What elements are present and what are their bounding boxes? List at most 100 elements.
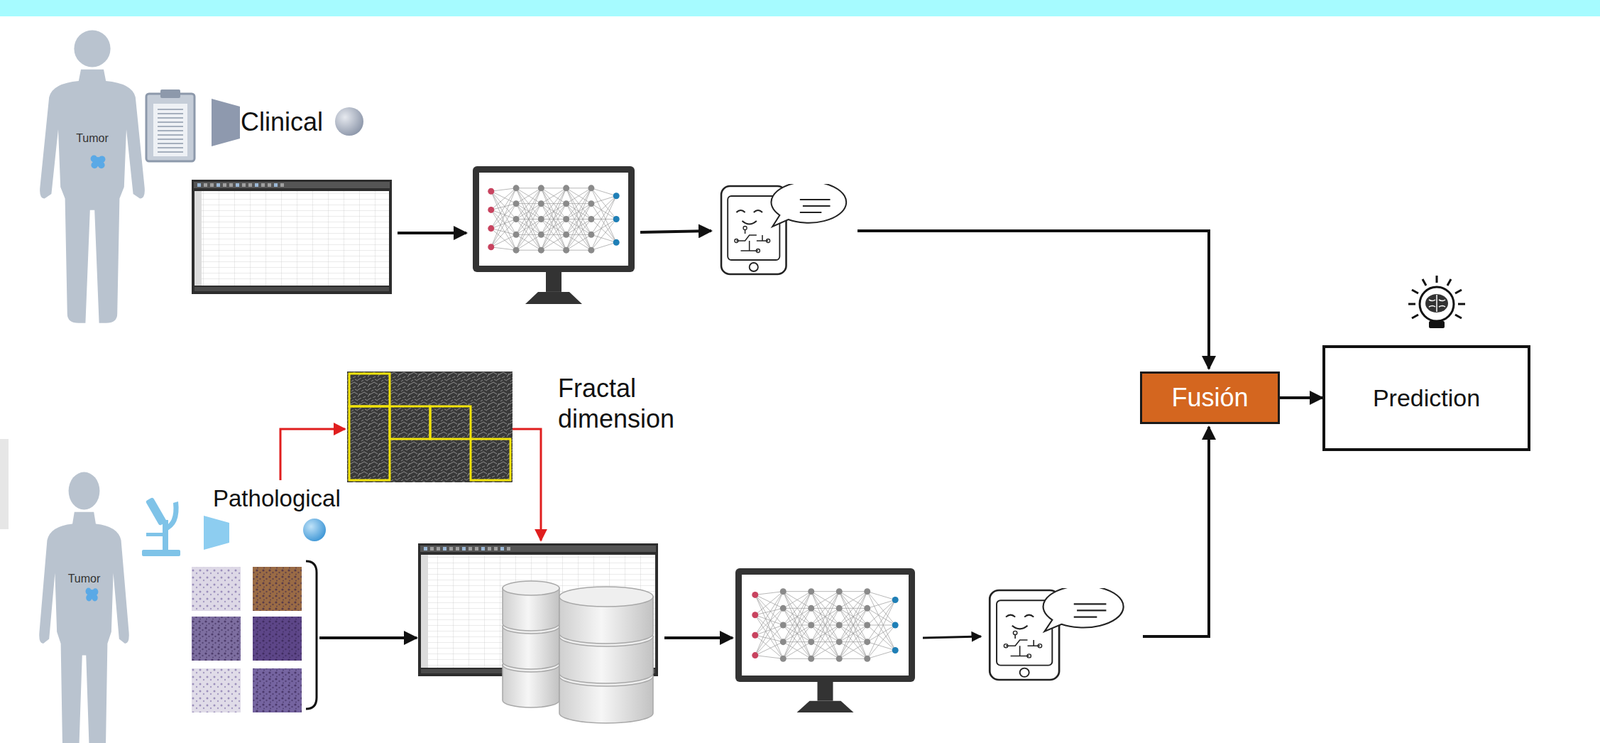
network-link [566,188,592,204]
network-neuron [863,604,871,612]
network-link [516,188,541,250]
network-link [755,591,783,656]
microscope [146,532,168,536]
network-link [491,188,517,248]
histology-tile [191,566,241,611]
network-link [811,591,840,659]
network-link [540,203,566,251]
network-link [839,591,867,642]
network-neuron [751,631,759,639]
network-link [867,599,896,609]
network-link [755,607,783,615]
fractal-image [347,371,513,482]
network-link [540,234,566,250]
network-link [867,624,896,659]
network-link [591,195,617,235]
bulb-rays [1408,275,1466,319]
network-link [516,188,541,204]
network-link [566,188,592,220]
network-neuron [863,587,871,595]
network-neuron [836,621,843,629]
network-link [811,591,840,642]
silhouette-head [73,29,111,67]
network-link [591,234,617,243]
network-neuron [562,231,570,238]
network-link [839,607,867,659]
network-link [591,242,617,250]
histology-tile [252,616,302,661]
network-link [811,591,840,609]
network-link [591,195,617,204]
network-neuron [863,655,871,662]
network-link [591,195,617,250]
network-link [811,591,840,609]
monitor-base [797,700,854,712]
network-neuron [780,655,787,662]
flow-arrow [397,231,467,235]
network-neuron [613,239,620,246]
silhouette-body [39,511,129,743]
network-neuron [751,591,759,598]
spreadsheet-toolbar [420,545,656,552]
network-link [867,591,896,651]
clipboard-paper [153,103,188,157]
monitor-base [525,291,583,304]
network-link [867,641,896,651]
network-link [566,188,592,250]
red-arrow [512,428,541,541]
monitor-frame [735,567,915,682]
network-link [755,594,783,641]
network-link [591,219,617,251]
network-neuron [513,215,520,223]
network-link [782,591,811,642]
toolbar-icon [274,183,278,187]
database-top [502,580,560,595]
network-neuron [807,655,815,662]
red-arrow [280,428,345,480]
toolbar-icon [462,546,466,551]
top-band [0,0,1600,17]
silhouette-outline [35,467,133,743]
network-link [811,591,840,659]
bulb-base [1428,320,1445,328]
network-link [566,219,592,251]
network-link [540,219,566,251]
network-link [566,188,592,250]
network-link [540,188,566,220]
network-neuron [807,604,815,612]
tumor-mark [90,161,98,169]
toolbar-icon [500,546,504,551]
spreadsheet-grid [194,190,389,286]
network-link [839,641,867,659]
flow-arrow [922,636,982,638]
network-link [491,219,517,248]
network-link [839,607,867,659]
node-text: Prediction [1372,383,1481,413]
brain [1425,293,1449,313]
histology-tile [191,667,241,712]
monitor-frame [472,166,635,272]
network-neuron [513,184,520,191]
network-neuron [892,596,899,603]
network-link [566,188,592,220]
network-link [782,591,811,609]
network-link [591,219,617,235]
network-link [755,624,783,635]
monitor-stand [817,681,834,701]
network-neuron [538,215,545,223]
histology-tile [252,667,302,712]
microscope [163,501,179,531]
flow-line [1142,426,1209,637]
network-link [566,203,592,251]
silhouette-outline [35,25,150,326]
network-link [755,655,783,659]
network-neuron [562,247,570,254]
network-link [516,188,541,220]
embedding-sphere [335,107,364,136]
connector-arrow [1279,396,1323,399]
network-neuron [562,184,570,191]
network-link [839,591,867,659]
network-link [566,203,592,251]
toolbar-icon [449,546,453,551]
fractal-texture [347,371,513,482]
